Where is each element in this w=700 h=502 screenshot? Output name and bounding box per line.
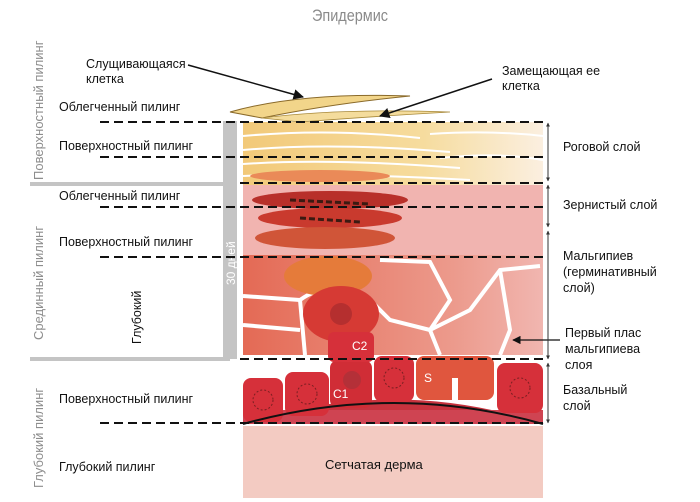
granular-cell — [258, 208, 402, 228]
replacing-cell-label: Замещающая ее клетка — [502, 64, 601, 93]
group-separator-1 — [30, 182, 230, 186]
desquamating-cell — [229, 94, 411, 119]
peel-level-label: Облегченный пилинг — [59, 100, 181, 114]
basal-cells — [243, 356, 543, 422]
cell-label-c1: C1 — [333, 387, 349, 401]
granular-cell — [255, 227, 395, 249]
desquamating-cell-label: Слущивающаяся клетка — [86, 57, 186, 86]
reticular-dermis-label: Сетчатая дерма — [325, 457, 424, 472]
cell-c2 — [328, 332, 374, 362]
basal-cell — [285, 372, 329, 416]
reticular-dermis — [243, 426, 543, 498]
basal-cell — [497, 363, 543, 413]
diagram-title: Эпидермис — [311, 6, 389, 25]
group-separator-2 — [30, 357, 230, 361]
cell-label-s: S — [424, 371, 432, 385]
cell-label-c2: C2 — [352, 339, 368, 353]
peel-level-label: Глубокий пилинг — [59, 460, 156, 474]
basal-cell — [243, 378, 283, 422]
peel-depth-lines — [100, 121, 543, 424]
peel-level-label: Поверхностный пилинг — [59, 392, 194, 406]
layer-label-granular: Зернистый слой — [563, 198, 658, 212]
malpighian-cell — [284, 256, 372, 296]
basement-membrane-line — [242, 402, 544, 425]
granular-cell — [252, 191, 408, 209]
malpighian-cell-borders — [242, 258, 541, 356]
layer-label-first-malpighian-row: Первый плас мальгипиева слоя — [565, 326, 642, 372]
cycle-duration-bar — [223, 121, 237, 359]
peel-level-label: Облегченный пилинг — [59, 189, 181, 203]
basal-cell — [374, 356, 414, 402]
replacing-cell-arrow — [379, 78, 493, 119]
peel-level-label: Поверхностный пилинг — [59, 235, 194, 249]
layer-label-horny: Роговой слой — [563, 140, 641, 154]
peel-level-label: Поверхностный пилинг — [59, 139, 194, 153]
desquamating-cell-arrow — [187, 64, 305, 100]
layer-label-malpighian: Мальгипиев (герминативный слой) — [563, 249, 657, 295]
layer-label-basal: Базальный слой — [563, 383, 628, 413]
